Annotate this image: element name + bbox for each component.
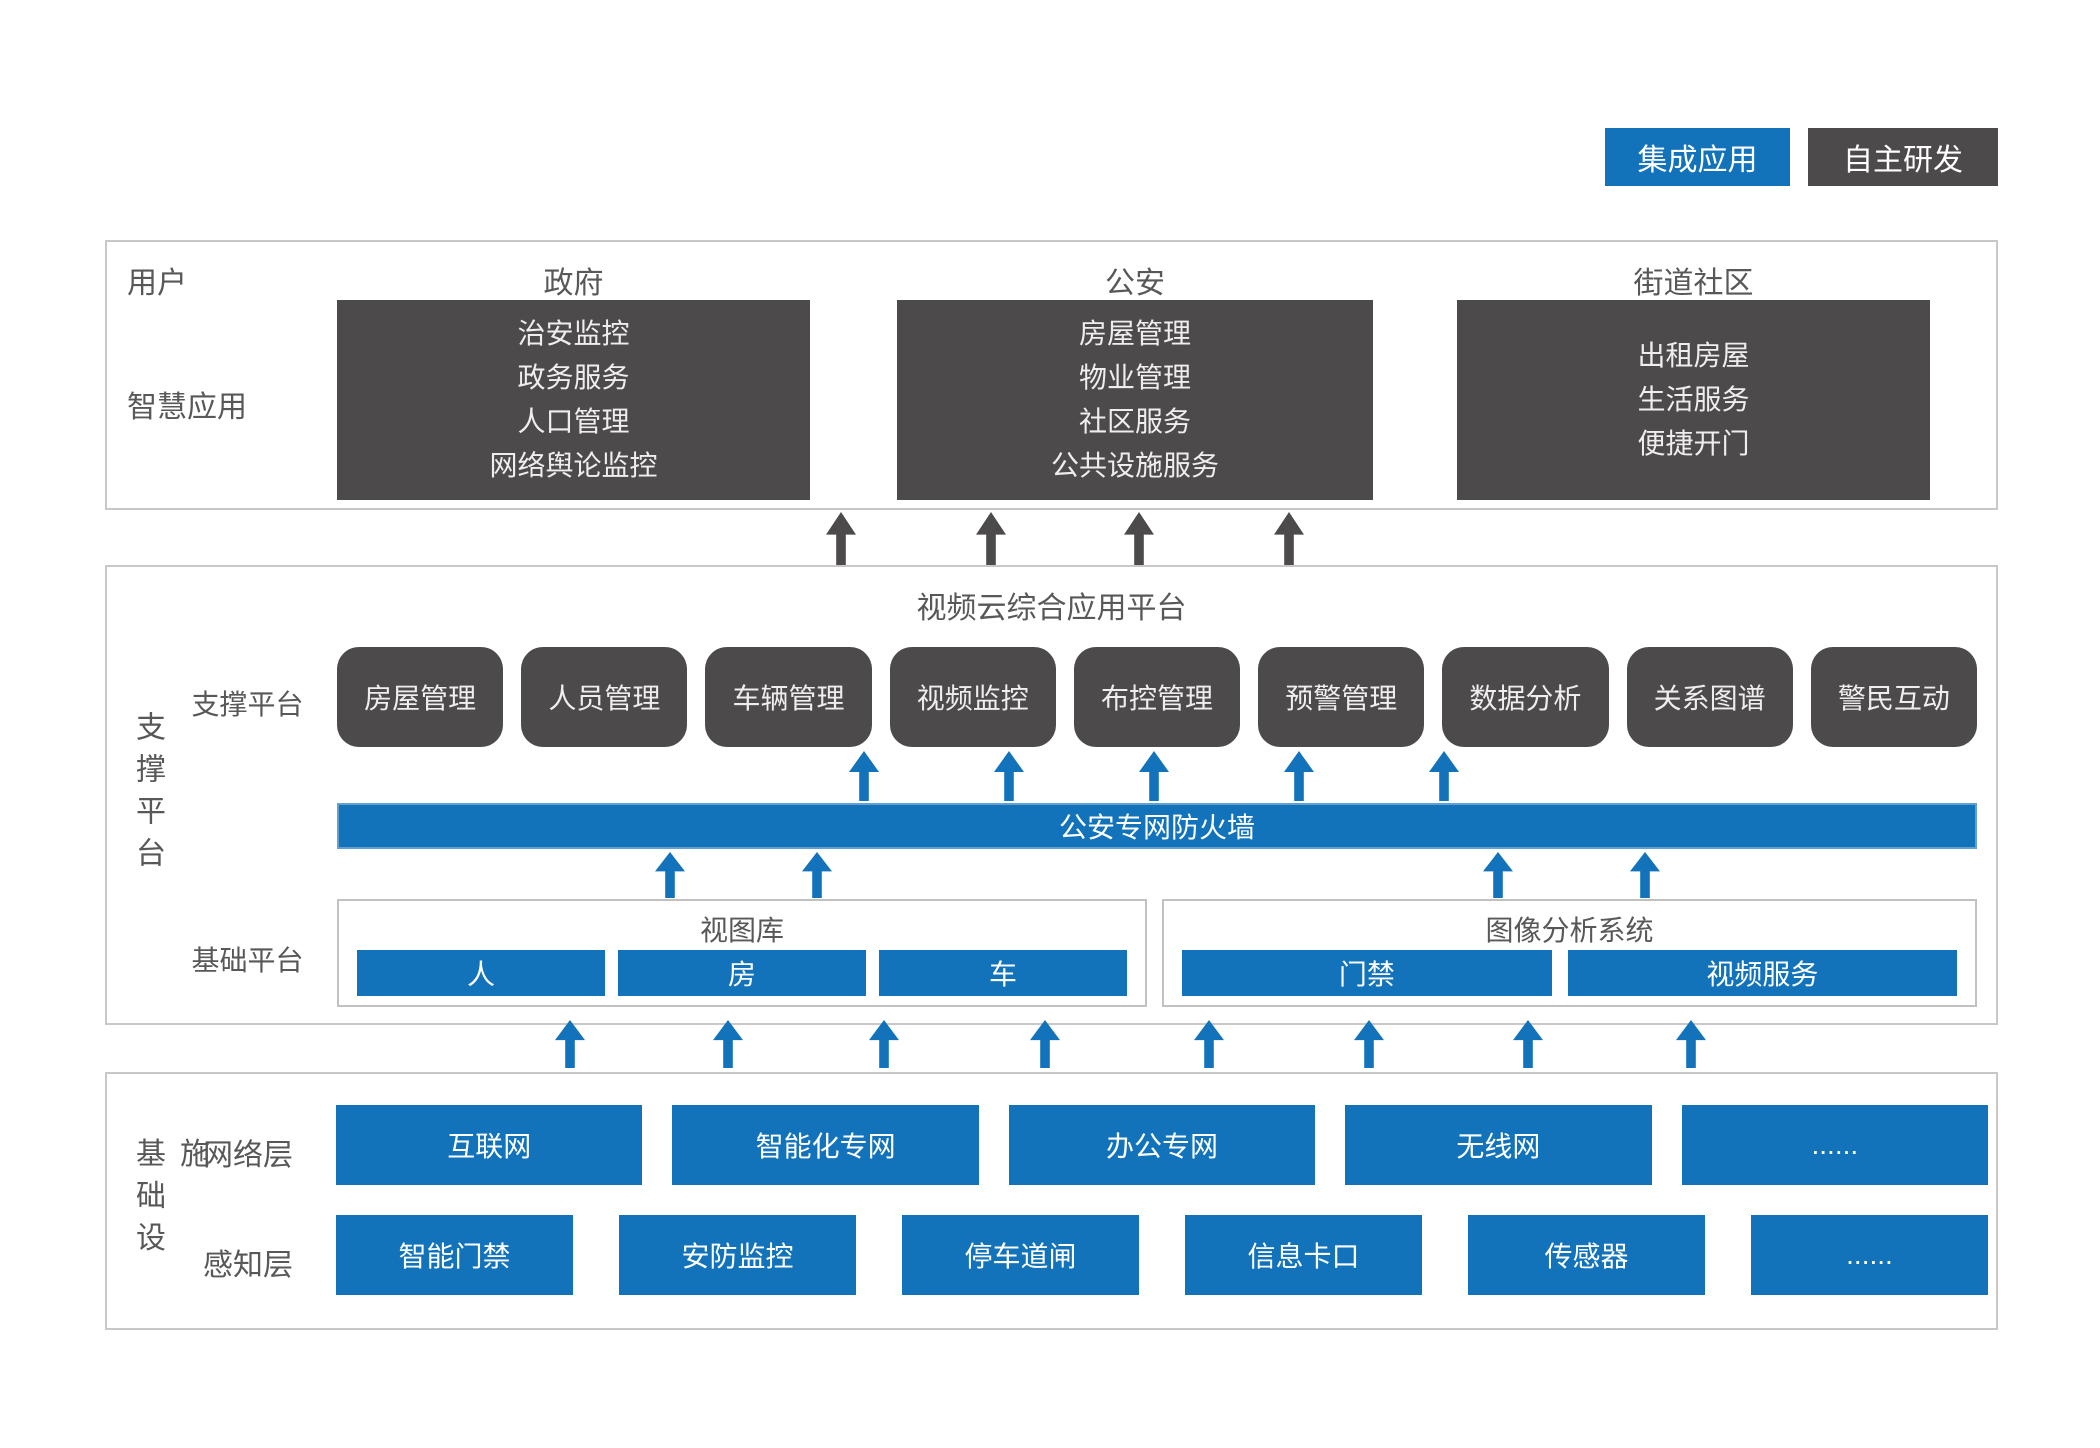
- platform-section: 支撑平台 视频云综合应用平台 支撑平台 房屋管理 人员管理 车辆管理 视频监控 …: [105, 565, 1998, 1025]
- platform-title: 视频云综合应用平台: [916, 592, 1187, 625]
- network-box: 办公专网: [1008, 1105, 1316, 1185]
- sensing-box: ......: [1751, 1215, 1988, 1295]
- up-arrow: [1284, 751, 1314, 801]
- app-box-police: 房屋管理 物业管理 社区服务 公共设施服务: [897, 300, 1373, 500]
- base-group-title: 视图库: [699, 915, 784, 946]
- legend-self-developed: 自主研发: [1808, 128, 1998, 186]
- network-box: 互联网: [336, 1105, 643, 1185]
- sensing-box: 信息卡口: [1185, 1215, 1422, 1295]
- up-arrow: [1030, 1020, 1060, 1068]
- up-arrow: [1676, 1020, 1706, 1068]
- infrastructure-section: 基础设施 网络层 感知层 互联网 智能化专网 办公专网 无线网 ...... 智…: [105, 1072, 1998, 1330]
- base-bar: 人: [357, 950, 605, 996]
- app-item: 人口管理: [517, 406, 630, 437]
- up-arrow: [1354, 1020, 1384, 1068]
- app-item: 便捷开门: [1637, 428, 1750, 459]
- network-box: 无线网: [1345, 1105, 1652, 1185]
- module-box: 视频监控: [889, 647, 1056, 747]
- firewall-bar: 公安专网防火墙: [337, 803, 1977, 849]
- up-arrow: [802, 852, 832, 898]
- app-item: 政务服务: [517, 362, 630, 393]
- up-arrow: [1274, 512, 1304, 566]
- base-bar: 视频服务: [1567, 950, 1957, 996]
- app-item: 物业管理: [1078, 362, 1191, 393]
- column-header-police: 公安: [1105, 267, 1165, 300]
- sensing-box: 智能门禁: [336, 1215, 573, 1295]
- infrastructure-side-label: 基础设施: [131, 1137, 208, 1264]
- up-arrow: [1124, 512, 1154, 566]
- app-item: 网络舆论监控: [489, 450, 658, 481]
- module-box: 车辆管理: [705, 647, 872, 747]
- base-group-title: 图像分析系统: [1485, 915, 1654, 946]
- up-arrow: [1139, 751, 1169, 801]
- base-group-vision-library: 视图库 人 房 车: [337, 899, 1147, 1007]
- module-box: 房屋管理: [337, 647, 504, 747]
- base-bar: 门禁: [1182, 950, 1552, 996]
- users-row-label: 用户: [127, 267, 187, 300]
- module-box: 关系图谱: [1626, 647, 1793, 747]
- column-header-government: 政府: [543, 267, 604, 300]
- app-item: 社区服务: [1078, 406, 1191, 437]
- up-arrow: [849, 751, 879, 801]
- sensing-box: 停车道闸: [902, 1215, 1139, 1295]
- base-bar: 房: [618, 950, 866, 996]
- base-row-label: 基础平台: [191, 945, 304, 976]
- support-modules-row: 房屋管理 人员管理 车辆管理 视频监控 布控管理 预警管理 数据分析 关系图谱 …: [337, 647, 1977, 747]
- sensing-box: 传感器: [1468, 1215, 1705, 1295]
- up-arrow: [994, 751, 1024, 801]
- sensing-layer-row: 智能门禁 安防监控 停车道闸 信息卡口 传感器 ......: [336, 1215, 1988, 1295]
- up-arrow: [1194, 1020, 1224, 1068]
- app-item: 治安监控: [517, 318, 630, 349]
- base-bar: 车: [879, 950, 1127, 996]
- user-section: 用户 政府 公安 街道社区 智慧应用 治安监控 政务服务 人口管理 网络舆论监控…: [105, 240, 1998, 510]
- module-box: 数据分析: [1442, 647, 1609, 747]
- app-box-community: 出租房屋 生活服务 便捷开门: [1457, 300, 1930, 500]
- module-box: 预警管理: [1258, 647, 1425, 747]
- up-arrow: [1429, 751, 1459, 801]
- app-item: 公共设施服务: [1050, 450, 1219, 481]
- module-box: 警民互动: [1810, 647, 1977, 747]
- app-item: 生活服务: [1637, 384, 1750, 415]
- sensing-layer-label: 感知层: [203, 1249, 293, 1282]
- base-group-image-analysis: 图像分析系统 门禁 视频服务: [1162, 899, 1977, 1007]
- up-arrow: [655, 852, 685, 898]
- up-arrow: [713, 1020, 743, 1068]
- app-box-government: 治安监控 政务服务 人口管理 网络舆论监控: [337, 300, 810, 500]
- network-layer-row: 互联网 智能化专网 办公专网 无线网 ......: [336, 1105, 1989, 1185]
- network-box: ......: [1681, 1105, 1989, 1185]
- up-arrow: [976, 512, 1006, 566]
- app-item: 房屋管理: [1078, 318, 1191, 349]
- up-arrow: [1630, 852, 1660, 898]
- platform-side-label: 支撑平台: [131, 711, 164, 879]
- base-group-bars: 人 房 车: [357, 950, 1127, 996]
- network-layer-label: 网络层: [203, 1139, 293, 1172]
- module-box: 布控管理: [1073, 647, 1241, 747]
- sensing-box: 安防监控: [619, 1215, 856, 1295]
- up-arrow: [1483, 852, 1513, 898]
- up-arrow: [826, 512, 856, 566]
- up-arrow: [1513, 1020, 1543, 1068]
- smart-apps-row-label: 智慧应用: [127, 391, 247, 424]
- up-arrow: [555, 1020, 585, 1068]
- app-item: 出租房屋: [1637, 340, 1750, 371]
- legend-integrated-application: 集成应用: [1605, 128, 1790, 186]
- column-header-community: 街道社区: [1633, 267, 1754, 300]
- support-row-label: 支撑平台: [191, 689, 304, 720]
- up-arrow: [869, 1020, 899, 1068]
- base-group-bars: 门禁 视频服务: [1182, 950, 1957, 996]
- network-box: 智能化专网: [672, 1105, 979, 1185]
- module-box: 人员管理: [521, 647, 688, 747]
